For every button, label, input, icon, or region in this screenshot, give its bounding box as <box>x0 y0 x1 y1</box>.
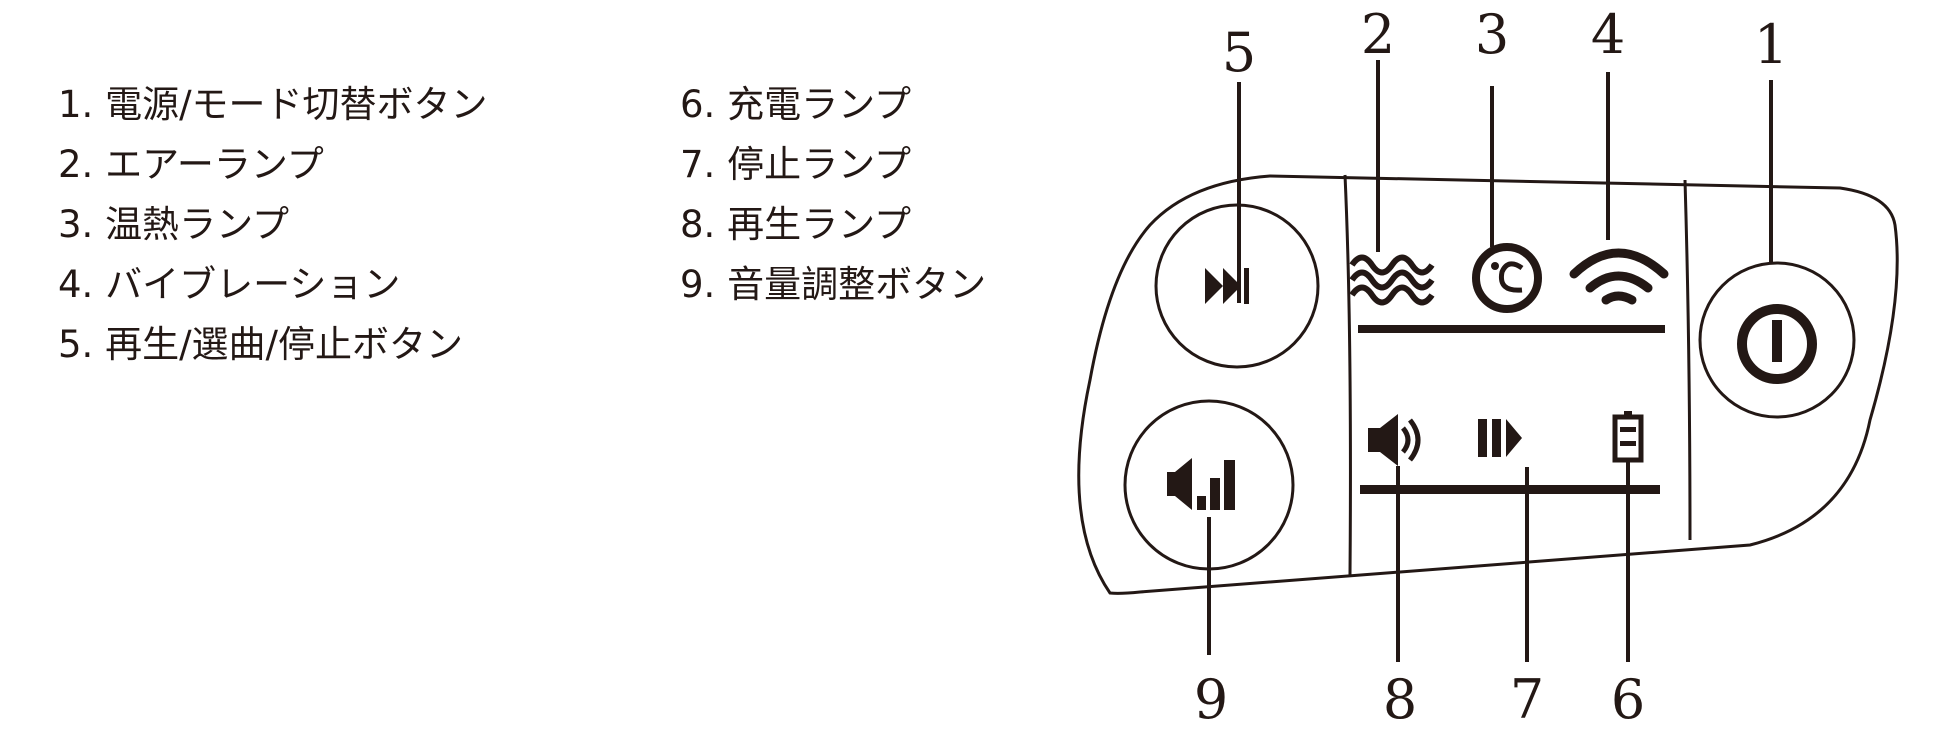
callout-5: 5 <box>1222 21 1256 84</box>
legend-column-right: 6. 充電ランプ 7. 停止ランプ 8. 再生ランプ 9. 音量調整ボタン <box>680 75 986 315</box>
volume-level-icon <box>1167 458 1235 510</box>
legend-number: 9. <box>680 263 716 306</box>
legend-number: 4. <box>58 263 94 306</box>
celsius-heat-icon <box>1472 243 1542 313</box>
legend-label: エアーランプ <box>105 143 324 186</box>
legend-number: 7. <box>680 143 716 186</box>
legend-number: 8. <box>680 203 716 246</box>
legend-label: 充電ランプ <box>727 83 911 126</box>
battery-charge-icon <box>1612 411 1644 463</box>
callout-4: 4 <box>1591 3 1625 66</box>
legend-number: 3. <box>58 203 94 246</box>
upper-lamp-bar <box>1358 325 1665 333</box>
callout-6: 6 <box>1611 668 1645 731</box>
legend-number: 6. <box>680 83 716 126</box>
legend-item-4: 4. バイブレーション <box>58 255 488 315</box>
power-icon <box>1737 304 1817 384</box>
legend-label: 音量調整ボタン <box>727 263 987 306</box>
legend-number: 5. <box>58 323 94 366</box>
air-wave-icon <box>1349 254 1435 306</box>
legend-item-6: 6. 充電ランプ <box>680 75 986 135</box>
vibration-signal-icon <box>1569 248 1669 305</box>
legend-column-left: 1. 電源/モード切替ボタン 2. エアーランプ 3. 温熱ランプ 4. バイブ… <box>58 75 488 375</box>
legend-label: バイブレーション <box>105 263 401 306</box>
callout-2: 2 <box>1361 3 1395 66</box>
callout-1: 1 <box>1754 13 1788 76</box>
legend-item-7: 7. 停止ランプ <box>680 135 986 195</box>
next-track-icon <box>1205 268 1249 304</box>
lower-lamp-bar <box>1360 485 1660 494</box>
legend-item-2: 2. エアーランプ <box>58 135 488 195</box>
legend-number: 2. <box>58 143 94 186</box>
legend-label: 再生/選曲/停止ボタン <box>105 323 464 366</box>
legend-label: 再生ランプ <box>727 203 911 246</box>
panel-divider-left <box>1343 174 1352 576</box>
callout-8: 8 <box>1383 668 1417 731</box>
legend-item-5: 5. 再生/選曲/停止ボタン <box>58 315 488 375</box>
legend-item-3: 3. 温熱ランプ <box>58 195 488 255</box>
leader-lines <box>1207 60 1773 662</box>
pause-play-icon <box>1478 419 1522 457</box>
legend-item-1: 1. 電源/モード切替ボタン <box>58 75 488 135</box>
callout-3: 3 <box>1475 3 1509 66</box>
speaker-play-icon <box>1368 414 1421 466</box>
legend-label: 停止ランプ <box>727 143 911 186</box>
callout-9: 9 <box>1194 668 1228 731</box>
panel-divider-right <box>1683 179 1692 541</box>
legend-item-9: 9. 音量調整ボタン <box>680 255 986 315</box>
legend-number: 1. <box>58 83 94 126</box>
device-body-outline <box>1077 174 1899 595</box>
legend-label: 電源/モード切替ボタン <box>105 83 488 126</box>
legend-item-8: 8. 再生ランプ <box>680 195 986 255</box>
callout-7: 7 <box>1510 668 1544 731</box>
power-button[interactable] <box>1698 261 1856 419</box>
legend-label: 温熱ランプ <box>105 203 289 246</box>
